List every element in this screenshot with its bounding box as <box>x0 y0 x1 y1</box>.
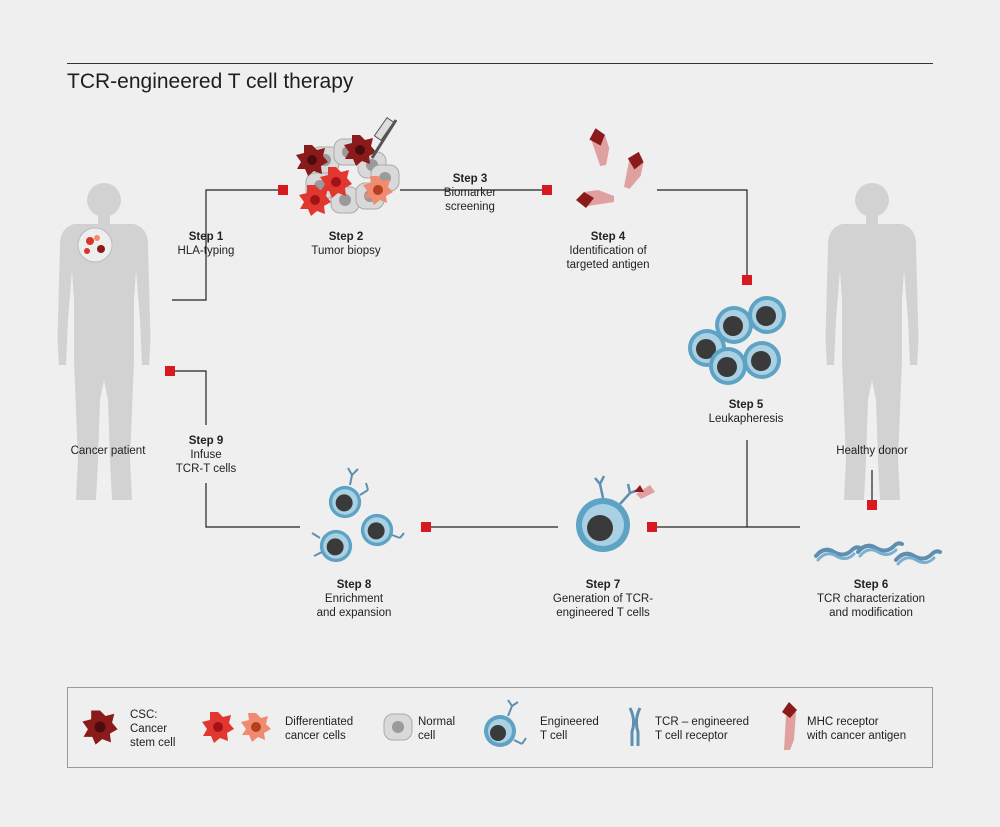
step-5-text: Leukapheresis <box>708 413 784 425</box>
cancer-patient-figure <box>57 183 151 500</box>
connector-lines <box>170 189 873 528</box>
targeted-antigen-icons <box>576 126 649 208</box>
step-4-heading: Step 4 <box>590 231 626 243</box>
legend-icons <box>82 699 797 750</box>
step-6-heading: Step 6 <box>853 579 889 591</box>
legend-mhc-label: MHC receptor with cancer antigen <box>807 716 907 742</box>
legend-csc-label: CSC: Cancer stem cell <box>130 709 176 749</box>
step-7-heading: Step 7 <box>585 579 621 591</box>
step-7-text: Generation of TCR- engineered T cells <box>552 593 654 619</box>
step-1-text: HLA-typing <box>177 245 235 257</box>
step-5-heading: Step 5 <box>728 399 764 411</box>
tcr-molecules <box>814 541 942 566</box>
step-markers <box>165 185 877 532</box>
step-6-label: Step 6 TCR characterization and modifica… <box>805 578 937 620</box>
legend-differentiated-label: Differentiated cancer cells <box>285 716 354 742</box>
step-8-label: Step 8 Enrichment and expansion <box>294 578 414 620</box>
patient-label: Cancer patient <box>70 445 146 457</box>
expanded-t-cells <box>311 467 405 563</box>
diagram-title: TCR-engineered T cell therapy <box>67 70 354 93</box>
title-rule <box>67 63 933 64</box>
step-4-label: Step 4 Identification of targeted antige… <box>548 230 668 272</box>
step-3-label: Step 3 Biomarker screening <box>420 172 520 214</box>
step-2-heading: Step 2 <box>328 231 364 243</box>
legend-engineered-t-cell-label: Engineered T cell <box>540 716 599 742</box>
step-2-label: Step 2 Tumor biopsy <box>296 230 396 258</box>
step-3-heading: Step 3 <box>452 173 488 185</box>
tumor-icon <box>77 227 113 263</box>
step-9-heading: Step 9 <box>188 435 224 447</box>
step-7-label: Step 7 Generation of TCR- engineered T c… <box>538 578 668 620</box>
step-5-label: Step 5 Leukapheresis <box>686 398 806 426</box>
donor-label: Healthy donor <box>836 445 908 457</box>
step-2-text: Tumor biopsy <box>311 245 381 257</box>
leukapheresis-cells <box>688 296 786 385</box>
legend-normal-cell-label: Normal cell <box>418 716 456 742</box>
step-4-text: Identification of targeted antigen <box>566 245 650 271</box>
legend <box>67 687 933 768</box>
tumor-biopsy-icon <box>296 116 400 216</box>
step-6-text: TCR characterization and modification <box>816 593 925 619</box>
step-9-text: Infuse TCR-T cells <box>175 449 237 475</box>
engineered-t-cell-large <box>576 475 655 552</box>
step-1-heading: Step 1 <box>188 231 224 243</box>
step-3-text: Biomarker screening <box>443 187 497 213</box>
step-9-label: Step 9 Infuse TCR-T cells <box>160 434 252 476</box>
legend-tcr-label: TCR – engineered T cell receptor <box>655 716 749 742</box>
step-8-text: Enrichment and expansion <box>316 593 392 619</box>
step-8-heading: Step 8 <box>336 579 372 591</box>
step-1-label: Step 1 HLA-typing <box>160 230 252 258</box>
